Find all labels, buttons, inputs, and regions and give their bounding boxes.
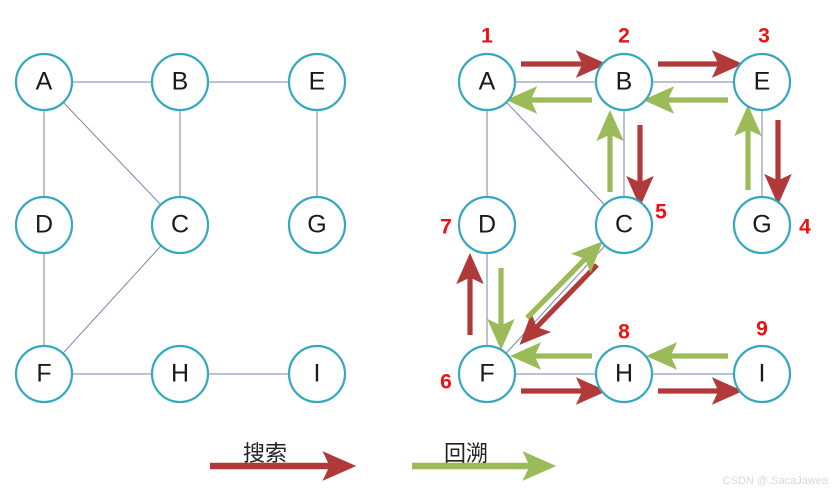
legend-label-search: 搜索 [243,442,287,467]
search-arrow-c-to-f [519,263,599,345]
visit-order-F: 6 [440,371,452,394]
edge-C-F [62,245,162,354]
visit-order-G: 4 [799,216,811,239]
node-label-F: F [36,360,51,388]
node-label-I: I [314,360,321,388]
node-label-H: H [615,360,633,388]
visit-order-D: 7 [440,216,452,239]
backtrack-arrow-f-to-c [525,241,603,320]
backtrack-arrow-group [487,86,762,370]
node-H[interactable] [150,344,210,404]
visit-order-C: 5 [655,201,667,224]
edge-C-F [505,245,606,354]
node-label-D: D [478,211,496,239]
node-label-G: G [307,211,326,239]
watermark: CSDN @.SacaJawea [723,475,829,487]
node-B[interactable] [150,52,210,112]
visit-order-B: 2 [618,25,630,48]
visit-order-H: 8 [618,321,630,344]
edge-A-C [506,101,605,206]
node-label-B: B [616,68,633,96]
node-E[interactable] [287,52,347,112]
node-F[interactable] [14,344,74,404]
node-I[interactable] [287,344,347,404]
visit-order-I: 9 [756,318,768,341]
node-label-D: D [35,211,53,239]
node-E[interactable] [732,52,792,112]
left-graph-edges [43,81,318,375]
edge-A-C [62,101,162,206]
node-label-I: I [759,360,766,388]
node-label-C: C [171,211,189,239]
node-A[interactable] [457,52,517,112]
node-B[interactable] [594,52,654,112]
node-label-H: H [171,360,189,388]
node-G[interactable] [287,195,347,255]
node-D[interactable] [457,195,517,255]
right-graph-nodes: A B E D C G F H I [457,52,792,404]
node-A[interactable] [14,52,74,112]
visit-order-labels: 1 2 3 7 5 4 6 8 9 [440,25,811,394]
node-label-E: E [754,68,771,96]
node-F[interactable] [457,344,517,404]
legend-label-backtrack: 回溯 [444,442,488,467]
node-D[interactable] [14,195,74,255]
visit-order-E: 3 [758,25,770,48]
left-graph-nodes: A B E D C G F H I [14,52,347,404]
node-H[interactable] [594,344,654,404]
legend: 搜索 回溯 [210,442,557,481]
node-label-C: C [615,211,633,239]
node-C[interactable] [150,195,210,255]
node-label-A: A [479,68,496,96]
visit-order-A: 1 [481,25,493,48]
node-label-F: F [479,360,494,388]
node-label-B: B [172,68,189,96]
node-I[interactable] [732,344,792,404]
node-label-A: A [36,68,53,96]
node-G[interactable] [732,195,792,255]
node-label-G: G [752,211,771,239]
search-arrow-group [456,50,792,405]
node-C[interactable] [594,195,654,255]
node-label-E: E [309,68,326,96]
